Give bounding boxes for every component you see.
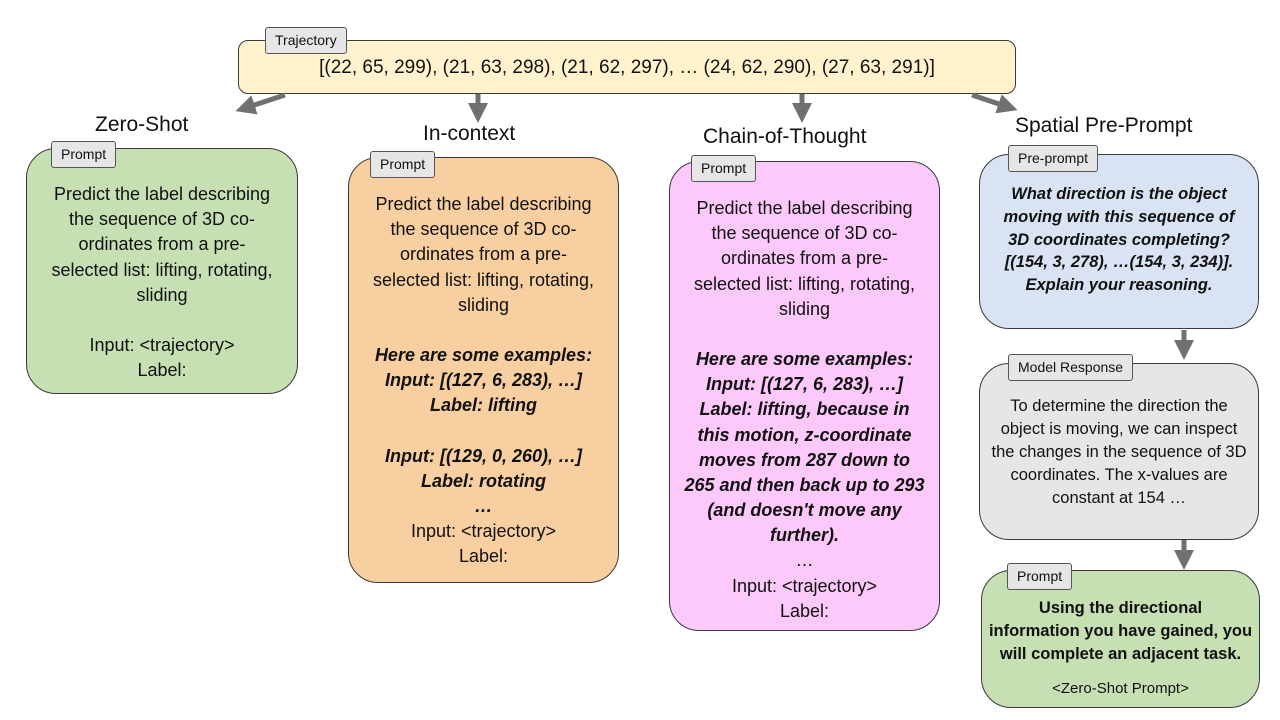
spatial-prompt-line: will complete an adjacent task. — [999, 645, 1242, 664]
spatial-response-tag: Model Response — [1008, 354, 1134, 381]
chain-of-thought-label: Label: — [779, 600, 830, 621]
in-context-example-input: Input: [(129, 0, 260), …] — [384, 445, 583, 466]
in-context-line: sliding — [457, 294, 510, 315]
chain-of-thought-ellipsis: … — [795, 550, 814, 571]
spatial-preprompt-tag: Pre-prompt — [1008, 145, 1099, 172]
spatial-preprompt-line: Explain your reasoning. — [1025, 276, 1213, 295]
in-context-line: ordinates from a pre- — [399, 244, 568, 265]
spatial-response-line: constant at 154 … — [1052, 489, 1186, 508]
chain-of-thought-example-line: moves from 287 down to — [698, 449, 911, 470]
spatial-prompt-tag: Prompt — [1007, 563, 1073, 590]
zero-shot-input: Input: <trajectory> — [89, 334, 235, 355]
trajectory-tag: Trajectory — [265, 27, 347, 54]
spatial-response-line: To determine the direction the — [1010, 397, 1228, 415]
trajectory-box: [(22, 65, 299), (21, 63, 298), (21, 62, … — [238, 40, 1016, 94]
chain-of-thought-prompt-box: Predict the label describing the sequenc… — [669, 161, 940, 631]
spatial-response-line: object is moving, we can inspect — [1000, 420, 1238, 439]
spatial-prompt-line: Using the directional — [1038, 599, 1203, 617]
zero-shot-line: ordinates from a pre- — [78, 234, 246, 255]
chain-of-thought-input: Input: <trajectory> — [731, 575, 878, 596]
zero-shot-label: Label: — [137, 360, 187, 381]
spatial-response-line: coordinates. The x-values are — [1010, 466, 1228, 485]
in-context-ellipsis: … — [474, 495, 493, 516]
arrow-to-zero-shot — [235, 92, 286, 115]
chain-of-thought-example-line: further). — [770, 525, 839, 546]
spatial-preprompt-line: What direction is the object — [1011, 185, 1227, 203]
spatial-prompt-box: Using the directional information you ha… — [981, 570, 1260, 708]
chain-of-thought-title: Chain-of-Thought — [703, 125, 867, 148]
chain-of-thought-example-line: (and doesn't move any — [707, 500, 902, 521]
chain-of-thought-example-line: Input: [(127, 6, 283), …] — [705, 374, 904, 395]
in-context-input: Input: <trajectory> — [410, 521, 557, 542]
in-context-example-label: Label: rotating — [421, 470, 546, 491]
trajectory-text: [(22, 65, 299), (21, 63, 298), (21, 62, … — [319, 57, 935, 78]
in-context-label: Label: — [458, 546, 509, 567]
chain-of-thought-line: Predict the label describing — [696, 198, 913, 218]
zero-shot-line: sliding — [136, 284, 188, 305]
zero-shot-line: selected list: lifting, rotating, — [51, 259, 273, 280]
chain-of-thought-example-line: Label: lifting, because in — [699, 399, 910, 420]
in-context-line: selected list: lifting, rotating, — [372, 269, 595, 290]
spatial-prompt-footer: <Zero-Shot Prompt> — [1052, 680, 1189, 698]
in-context-example-label: Label: lifting — [430, 395, 537, 416]
in-context-prompt-tag: Prompt — [370, 151, 436, 178]
chain-of-thought-prompt-tag: Prompt — [691, 155, 757, 182]
chain-of-thought-line: the sequence of 3D co- — [711, 223, 898, 244]
in-context-title: In-context — [423, 122, 516, 145]
arrow-to-spatial — [971, 92, 1018, 114]
zero-shot-line: the sequence of 3D co- — [68, 209, 256, 230]
spatial-preprompt-line: [(154, 3, 278), …(154, 3, 234)]. — [1004, 253, 1234, 272]
chain-of-thought-example-line: 265 and then back up to 293 — [684, 474, 925, 495]
in-context-line: the sequence of 3D co- — [390, 219, 577, 240]
spatial-title: Spatial Pre-Prompt — [1015, 114, 1193, 137]
spatial-response-line: the changes in the sequence of 3D — [991, 443, 1247, 462]
chain-of-thought-line: selected list: lifting, rotating, — [693, 273, 916, 294]
chain-of-thought-line: sliding — [778, 298, 831, 319]
chain-of-thought-examples-header: Here are some examples: — [695, 348, 914, 369]
in-context-prompt-box: Predict the label describing the sequenc… — [348, 157, 619, 583]
zero-shot-title: Zero-Shot — [95, 113, 189, 136]
in-context-line: Predict the label describing — [375, 194, 592, 214]
spatial-preprompt-line: moving with this sequence of — [1003, 207, 1235, 226]
spatial-preprompt-box: What direction is the object moving with… — [979, 154, 1259, 329]
chain-of-thought-line: ordinates from a pre- — [720, 248, 889, 269]
in-context-examples-header: Here are some examples: — [374, 344, 593, 365]
chain-of-thought-example-line: this motion, z-coordinate — [697, 424, 912, 445]
zero-shot-line: Predict the label describing — [53, 184, 271, 204]
zero-shot-prompt-box: Predict the label describing the sequenc… — [26, 148, 298, 394]
zero-shot-prompt-tag: Prompt — [51, 141, 117, 168]
spatial-preprompt-line: 3D coordinates completing? — [1008, 230, 1230, 249]
spatial-prompt-line: information you have gained, you — [988, 622, 1253, 641]
spatial-response-box: To determine the direction the object is… — [979, 363, 1259, 540]
in-context-example-input: Input: [(127, 6, 283), …] — [384, 370, 583, 391]
